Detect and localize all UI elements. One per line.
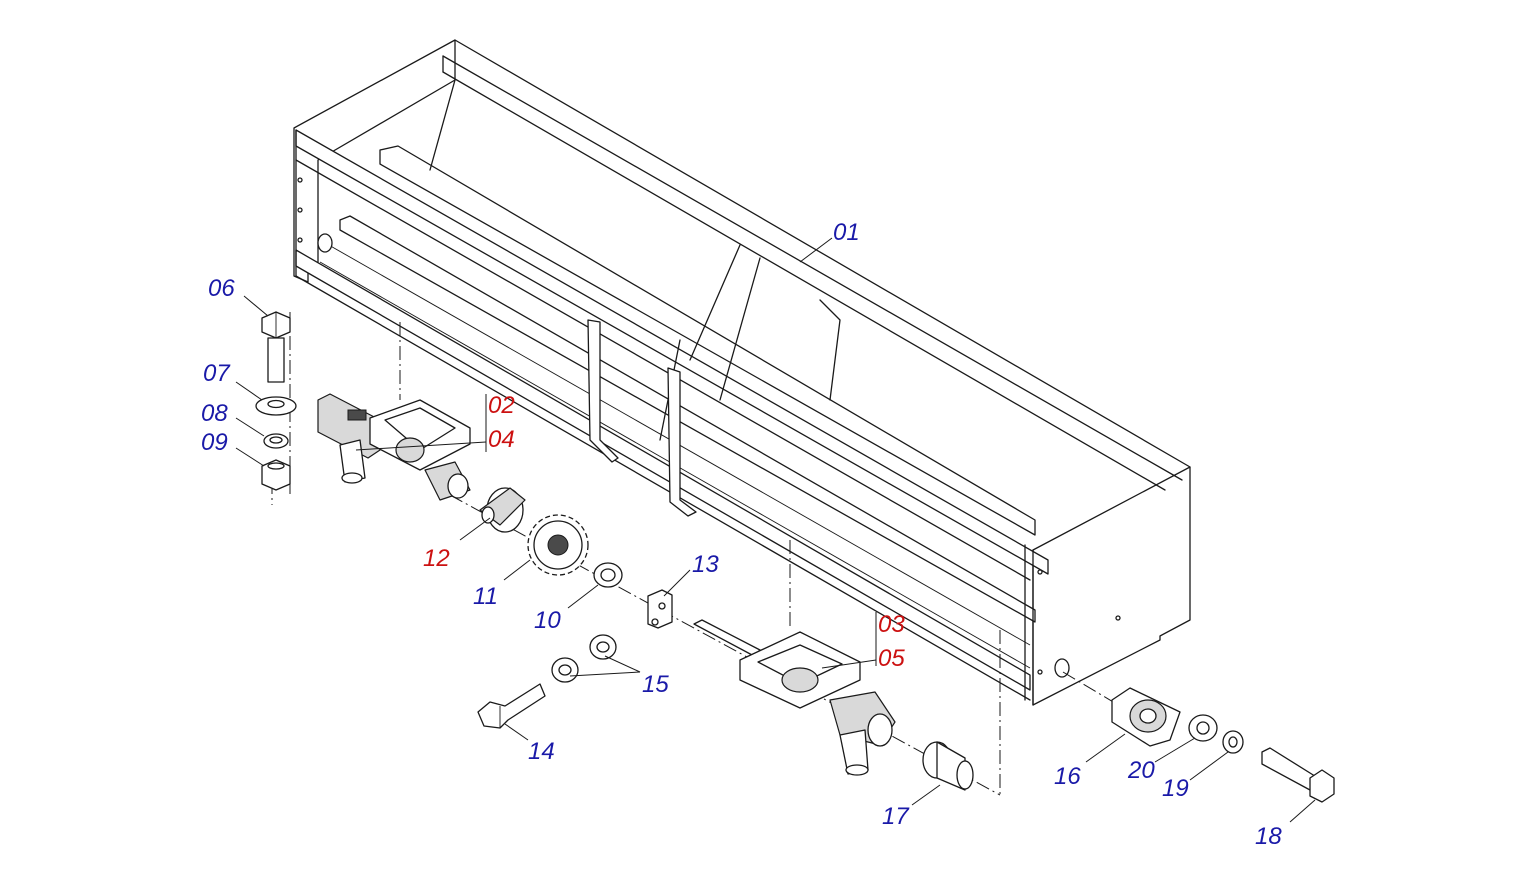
bolt-14 bbox=[477, 683, 546, 729]
label-18: 18 bbox=[1255, 823, 1282, 850]
label-05: 05 bbox=[878, 645, 905, 672]
nut-09 bbox=[261, 459, 291, 491]
label-06: 06 bbox=[208, 275, 235, 302]
washer-19 bbox=[1222, 730, 1244, 754]
lock-washer-08 bbox=[263, 433, 289, 449]
label-08: 08 bbox=[201, 400, 228, 427]
label-07: 07 bbox=[203, 360, 231, 387]
flange-bearing-16 bbox=[1111, 687, 1181, 747]
hopper-frame bbox=[293, 39, 1191, 706]
label-15: 15 bbox=[642, 671, 669, 698]
label-12: 12 bbox=[423, 545, 450, 572]
bracket-13 bbox=[647, 589, 673, 629]
label-10: 10 bbox=[534, 607, 561, 634]
label-20: 20 bbox=[1127, 757, 1155, 784]
label-02: 02 bbox=[488, 392, 515, 419]
label-03: 03 bbox=[878, 611, 905, 638]
sleeve-17 bbox=[922, 741, 974, 791]
gearbox-lower bbox=[693, 619, 896, 776]
bolt-06 bbox=[261, 311, 291, 383]
gearbox-upper bbox=[317, 393, 471, 501]
label-04: 04 bbox=[488, 426, 515, 453]
label-13: 13 bbox=[692, 551, 719, 578]
leader-lines bbox=[235, 237, 1316, 823]
label-09: 09 bbox=[201, 429, 228, 456]
bolt-18 bbox=[1261, 747, 1335, 803]
label-01: 01 bbox=[833, 219, 860, 246]
label-11: 11 bbox=[473, 583, 498, 610]
coupling-12 bbox=[479, 487, 526, 533]
label-19: 19 bbox=[1162, 775, 1189, 802]
label-17: 17 bbox=[882, 803, 910, 830]
label-14: 14 bbox=[528, 738, 555, 765]
label-16: 16 bbox=[1054, 763, 1081, 790]
washer-07 bbox=[255, 396, 297, 416]
bushing-10 bbox=[593, 562, 623, 588]
part-labels: 01 02 04 03 05 06 07 08 09 10 11 12 13 1… bbox=[201, 219, 1282, 850]
nut-20 bbox=[1188, 714, 1218, 742]
sprocket-11 bbox=[527, 514, 589, 576]
